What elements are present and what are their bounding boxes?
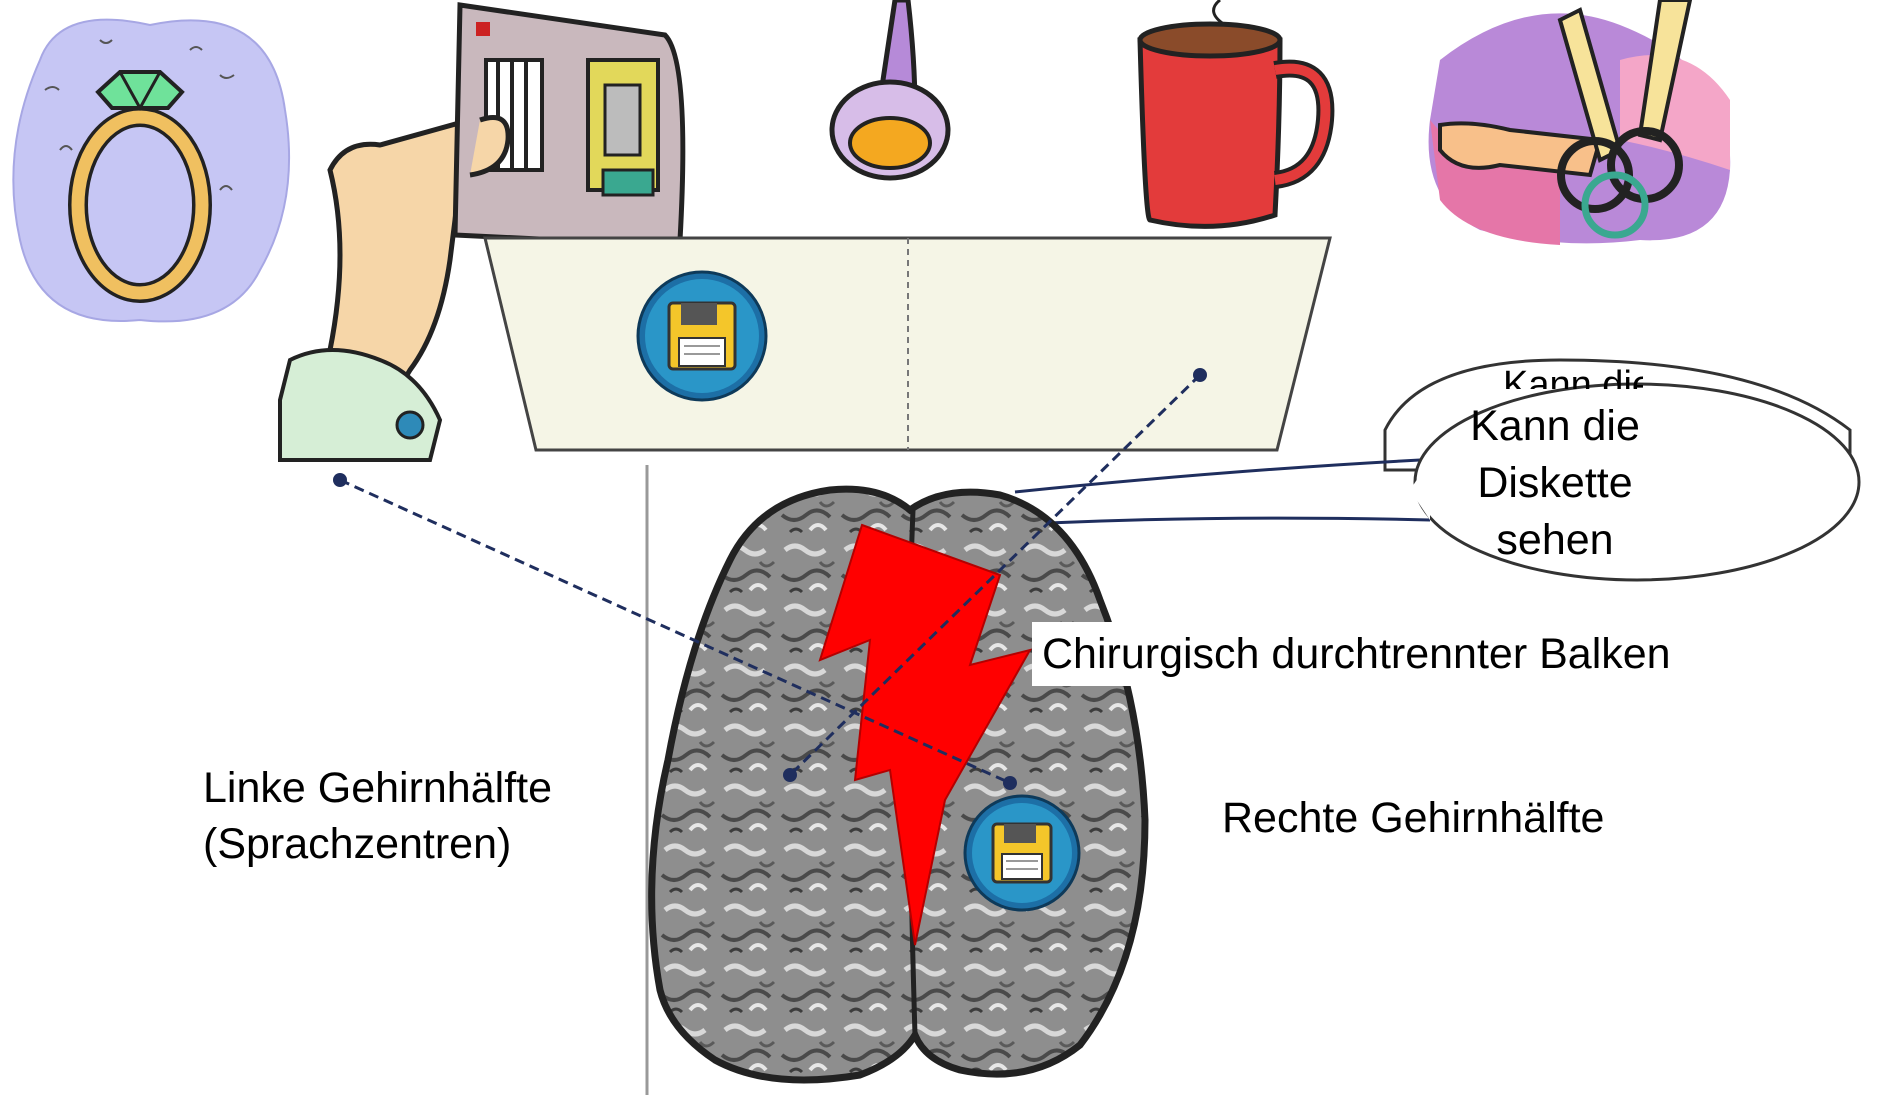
floppy-card-icon: [455, 5, 683, 245]
left-hemisphere-line: Linke Gehirnhälfte: [203, 760, 552, 816]
pathway-dot: [1193, 368, 1207, 382]
pathway-dot: [333, 473, 347, 487]
left-hemisphere-label: Linke Gehirnhälfte (Sprachzentren): [203, 760, 552, 872]
ladle-icon: [832, 0, 948, 178]
floppy-disk-icon: [965, 796, 1079, 910]
projection-screen: [485, 238, 1330, 450]
speech-bubble-line: Kann die: [1440, 398, 1670, 455]
right-hemisphere-label: Rechte Gehirnhälfte: [1222, 790, 1604, 846]
pathway-dot: [1003, 776, 1017, 790]
coffee-mug-icon: [1140, 0, 1325, 226]
speech-bubble-back-text: Kann die: [1503, 365, 1643, 389]
floppy-disk-icon: [638, 272, 766, 400]
keys-icon: [1429, 0, 1731, 245]
speech-bubble-text: Kann die Diskette sehen: [1440, 398, 1670, 569]
speech-bubble-line: Diskette: [1440, 455, 1670, 512]
ring-icon: [13, 20, 289, 322]
left-hemisphere-line: (Sprachzentren): [203, 816, 552, 872]
speech-bubble-line: sehen: [1440, 512, 1670, 569]
corpus-callosum-label: Chirurgisch durchtrennter Balken: [1032, 622, 1681, 686]
pathway-dot: [783, 768, 797, 782]
